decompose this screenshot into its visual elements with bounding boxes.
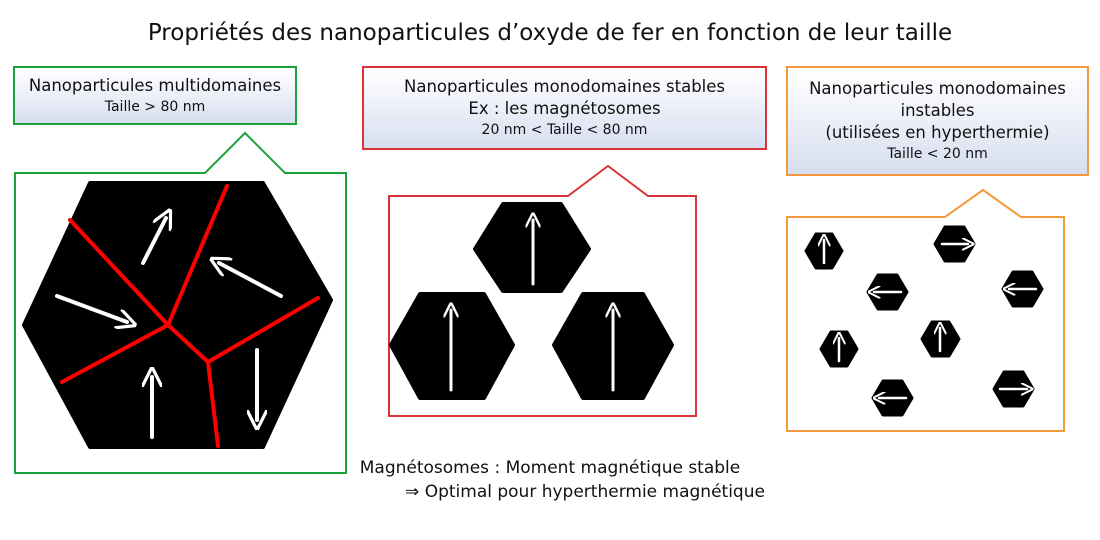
stable-label-size: 20 nm < Taille < 80 nm bbox=[481, 122, 648, 138]
stable-label-example: Ex : les magnétosomes bbox=[468, 99, 661, 118]
unstable-label-title-2: instables bbox=[900, 101, 975, 120]
domain-wall bbox=[206, 360, 220, 448]
stable-monodomain-label-box: Nanoparticules monodomaines stables Ex :… bbox=[362, 66, 767, 150]
domain-wall bbox=[166, 323, 210, 364]
magnetization-arrow bbox=[219, 263, 283, 298]
conclusion-line-2: ⇒ Optimal pour hyperthermie magnétique bbox=[405, 482, 765, 502]
unstable-monodomain-label-box: Nanoparticules monodomaines instables (u… bbox=[786, 66, 1089, 176]
domain-wall bbox=[60, 323, 170, 384]
multidomain-label-size: Taille > 80 nm bbox=[104, 98, 206, 115]
magnetization-arrow bbox=[55, 294, 127, 322]
domain-walls bbox=[60, 184, 320, 448]
domain-wall bbox=[166, 184, 229, 327]
domain-wall bbox=[68, 218, 170, 327]
multidomain-particle bbox=[22, 181, 333, 449]
diagram-title: Propriétés des nanoparticules d’oxyde de… bbox=[147, 20, 953, 46]
multidomain-label-title: Nanoparticules multidomaines bbox=[28, 75, 282, 95]
unstable-callout-frame bbox=[786, 188, 1065, 432]
unstable-label-usage: (utilisées en hyperthermie) bbox=[825, 123, 1050, 142]
conclusion-text: Magnétosomes : Moment magnétique stable … bbox=[0, 456, 1100, 504]
domain-wall bbox=[206, 296, 320, 364]
unstable-label-size: Taille < 20 nm bbox=[887, 146, 988, 162]
magnetization-arrow bbox=[141, 218, 166, 265]
stable-label-title: Nanoparticules monodomaines stables bbox=[403, 77, 726, 96]
multidomain-label-box: Nanoparticules multidomaines Taille > 80… bbox=[13, 66, 297, 125]
unstable-label-title: Nanoparticules monodomaines bbox=[809, 79, 1066, 98]
conclusion-line-1: Magnétosomes : Moment magnétique stable bbox=[359, 458, 741, 478]
